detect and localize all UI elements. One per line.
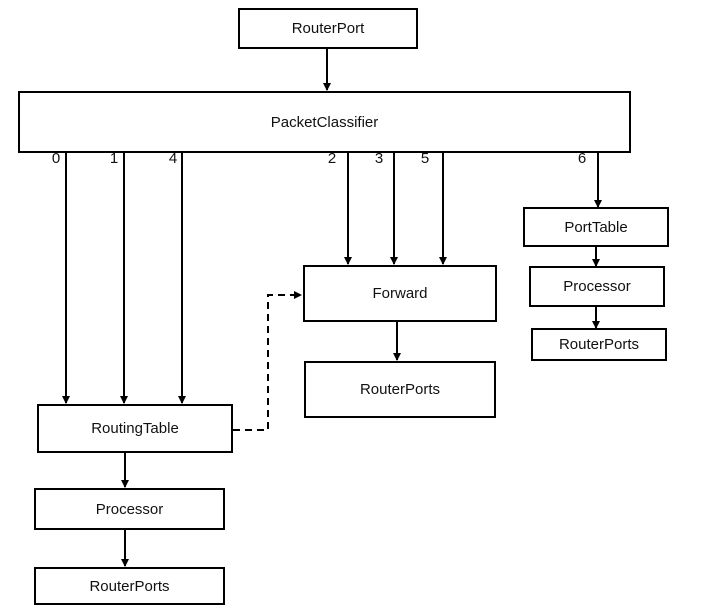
port-label-3: 3: [374, 150, 384, 167]
port-label-4: 4: [168, 150, 178, 167]
porttable-node: PortTable: [523, 207, 669, 247]
processor-left-node: Processor: [34, 488, 225, 530]
routerports-left-node: RouterPorts: [34, 567, 225, 605]
routingtable-node: RoutingTable: [37, 404, 233, 453]
port-label-6: 6: [577, 150, 587, 167]
routerports-right-node: RouterPorts: [531, 328, 667, 361]
routerports-middle-node: RouterPorts: [304, 361, 496, 418]
routerport-node: RouterPort: [238, 8, 418, 49]
edge-routingtable-forward-dashed: [233, 291, 302, 431]
port-label-1: 1: [109, 150, 119, 167]
packetclassifier-node: PacketClassifier: [18, 91, 631, 153]
port-label-2: 2: [327, 150, 337, 167]
processor-right-node: Processor: [529, 266, 665, 307]
forward-node: Forward: [303, 265, 497, 322]
port-label-0: 0: [51, 150, 61, 167]
port-label-5: 5: [420, 150, 430, 167]
